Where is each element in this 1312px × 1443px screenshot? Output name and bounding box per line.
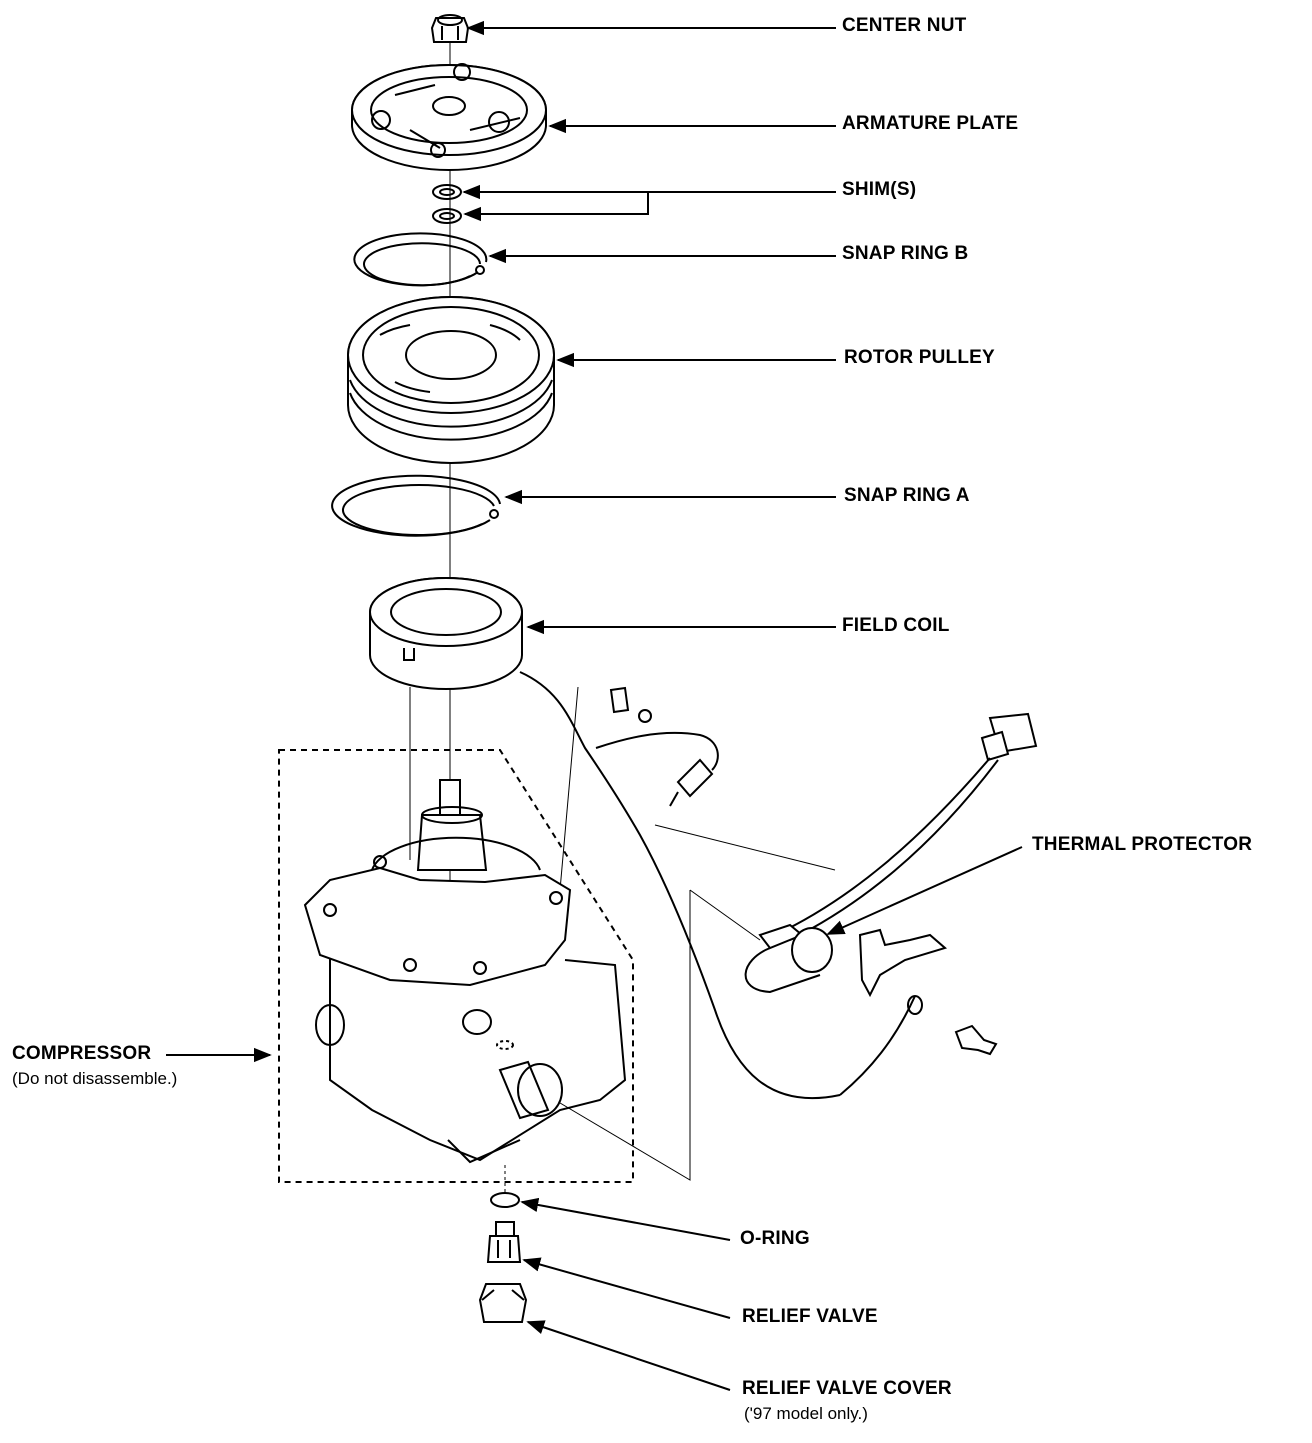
armature-plate-part (351, 63, 547, 171)
label-relief-valve-cover-note: ('97 model only.) (744, 1404, 868, 1423)
label-armature-plate: ARMATURE PLATE (842, 113, 1019, 134)
field-coil-part (369, 577, 523, 690)
snap-ring-a-part (331, 474, 501, 537)
o-ring-part (490, 1192, 520, 1208)
label-compressor-note: (Do not disassemble.) (12, 1069, 178, 1088)
thermal-protector-part (744, 712, 1038, 1096)
label-center-nut: CENTER NUT (842, 15, 967, 36)
label-shims: SHIM(S) (842, 179, 917, 200)
snap-ring-b-part (353, 232, 488, 287)
alignment-guides (409, 686, 836, 1181)
leader-relief-valve (522, 1257, 731, 1319)
label-thermal-protector: THERMAL PROTECTOR (1032, 834, 1253, 855)
center-nut-part (430, 14, 470, 43)
relief-valve-cover-part (478, 1283, 528, 1323)
label-relief-valve: RELIEF VALVE (742, 1306, 878, 1327)
compressor-part (303, 779, 627, 1164)
label-relief-valve-cover: RELIEF VALVE COVER (742, 1378, 952, 1399)
label-o-ring: O-RING (740, 1228, 810, 1249)
label-compressor: COMPRESSOR (12, 1043, 152, 1064)
rotor-pulley-part (347, 296, 555, 464)
label-snap-ring-b: SNAP RING B (842, 243, 969, 264)
shims-part (432, 184, 462, 224)
label-rotor-pulley: ROTOR PULLEY (844, 347, 995, 368)
label-snap-ring-a: SNAP RING A (844, 485, 970, 506)
label-field-coil: FIELD COIL (842, 615, 950, 636)
leader-o-ring (520, 1197, 731, 1241)
coil-wire (519, 671, 841, 1100)
leader-relief-valve-cover (526, 1320, 731, 1391)
leader-thermal-protector (826, 846, 1023, 935)
relief-valve-part (486, 1221, 522, 1263)
